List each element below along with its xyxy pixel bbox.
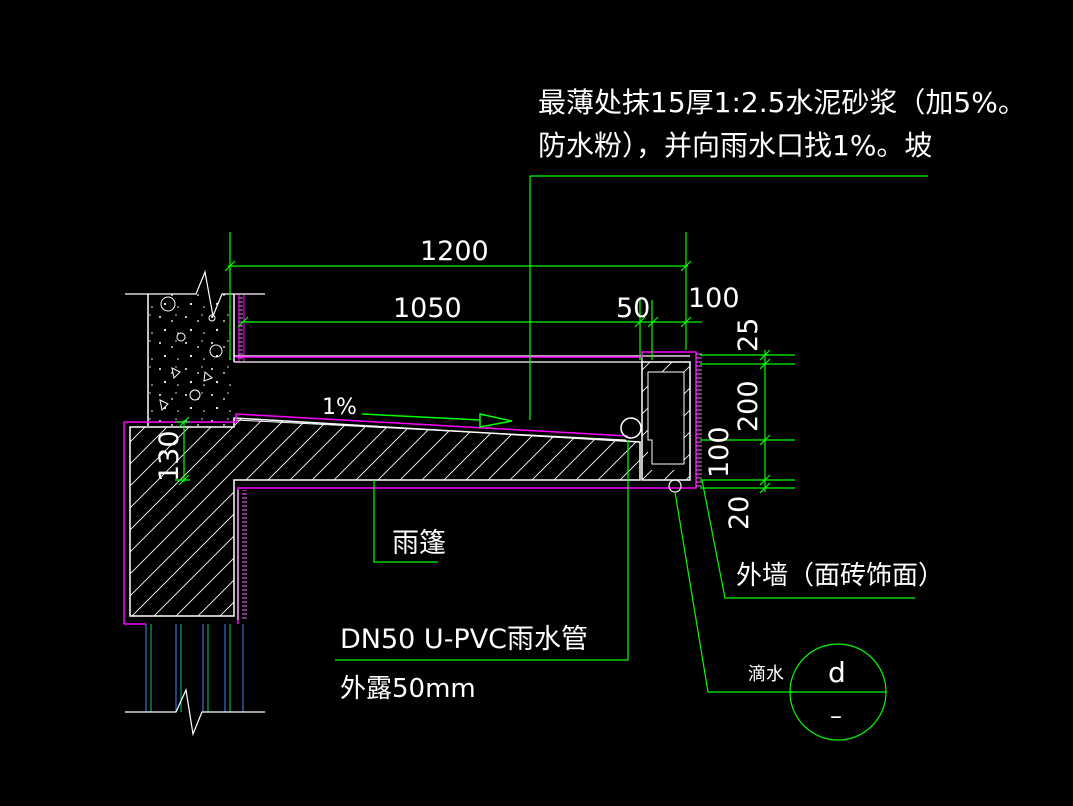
rain-pipe-opening (620, 417, 642, 439)
dimension-lines (175, 175, 928, 741)
pipe-label-line1: DN50 U-PVC雨水管 (340, 624, 588, 655)
dim-inner-gap: 50 (616, 293, 650, 324)
canopy-slab (129, 355, 691, 617)
annotations: 最薄处抹15厚1:2.5水泥砂浆（加5%。 防水粉），并向雨水口找1%。坡 12… (154, 86, 1026, 730)
dim-height-mid: 200 (733, 380, 764, 432)
wall-label: 外墙（面砖饰面） (736, 561, 944, 591)
break-line-top (125, 269, 265, 319)
lower-wall (125, 624, 265, 737)
mortar-note-line2: 防水粉），并向雨水口找1%。坡 (538, 129, 932, 162)
dim-upstand: 100 (688, 283, 740, 314)
drip-symbol-top: d (828, 656, 846, 689)
finish-layer (123, 351, 702, 625)
dim-height-top: 25 (733, 318, 764, 352)
dim-slab-thickness: 130 (154, 430, 185, 482)
dim-height-low: 100 (704, 426, 735, 478)
drip-groove (668, 479, 682, 493)
slope-arrow (361, 413, 513, 428)
dim-clear-width: 1050 (393, 293, 462, 324)
mortar-note-line1: 最薄处抹15厚1:2.5水泥砂浆（加5%。 (538, 86, 1026, 119)
dim-height-bottom: 20 (724, 496, 755, 530)
drip-symbol-bottom: – (830, 702, 842, 730)
pipe-label-line2: 外露50mm (340, 674, 476, 704)
slope-label: 1% (322, 395, 357, 420)
upper-masonry-wall (147, 294, 245, 426)
drip-label: 滴水 (748, 664, 784, 685)
dim-overall: 1200 (420, 236, 489, 267)
canopy-label: 雨篷 (392, 528, 446, 559)
